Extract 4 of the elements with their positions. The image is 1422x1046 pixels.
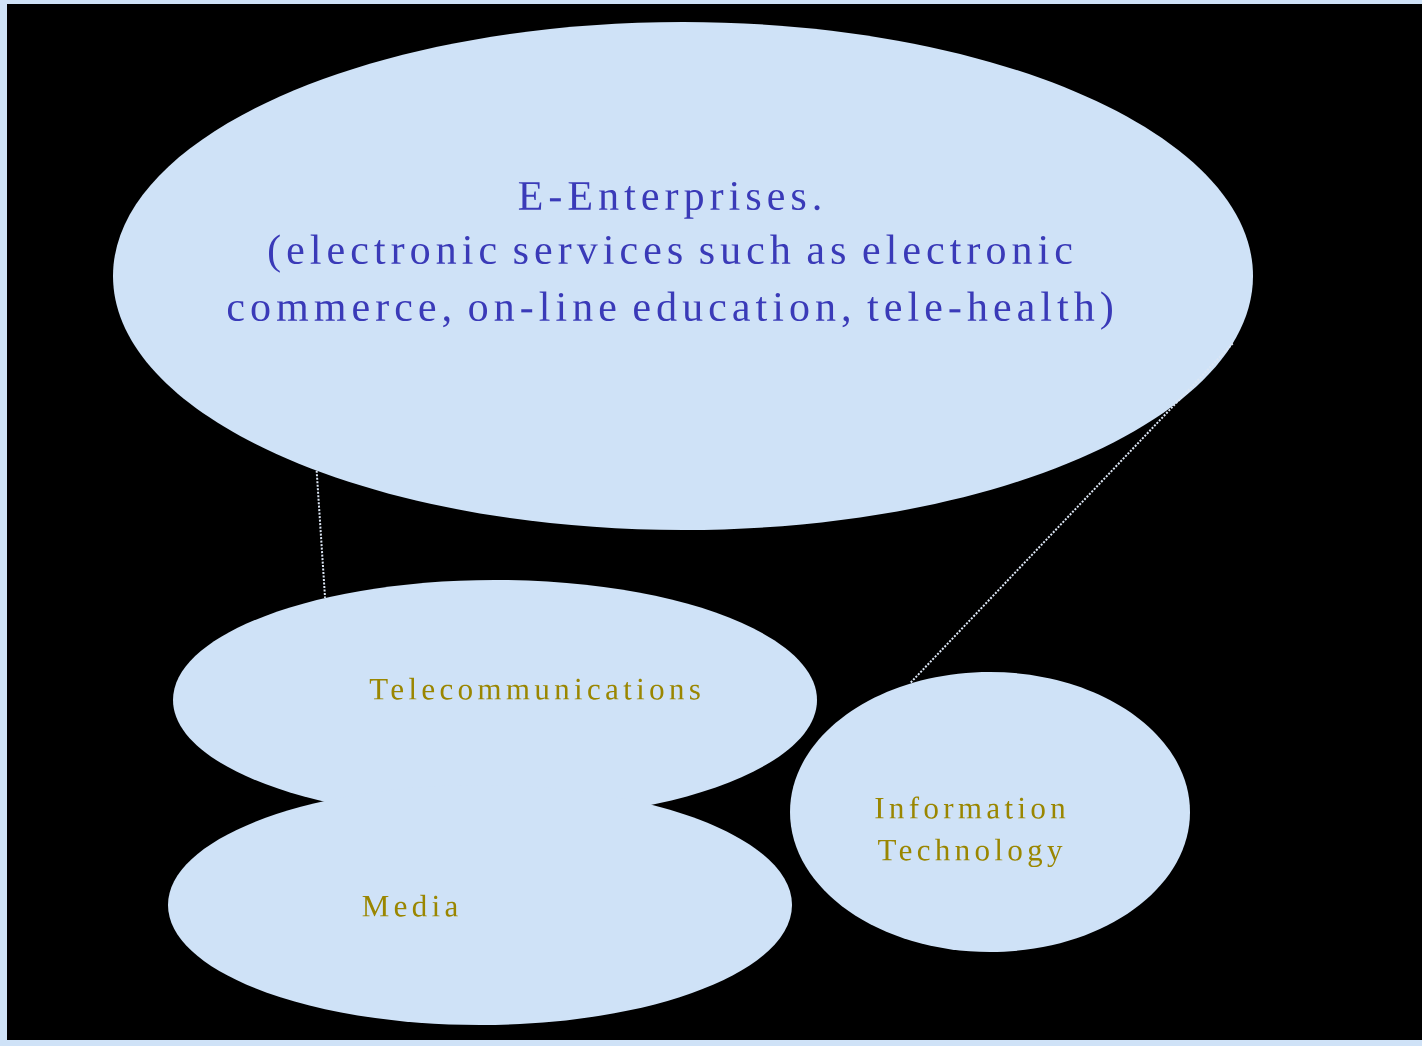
- connector-line: [315, 469, 327, 599]
- node-label: Telecommunications: [369, 677, 700, 700]
- connector-line: [908, 342, 1234, 685]
- node-label: Media: [362, 894, 458, 917]
